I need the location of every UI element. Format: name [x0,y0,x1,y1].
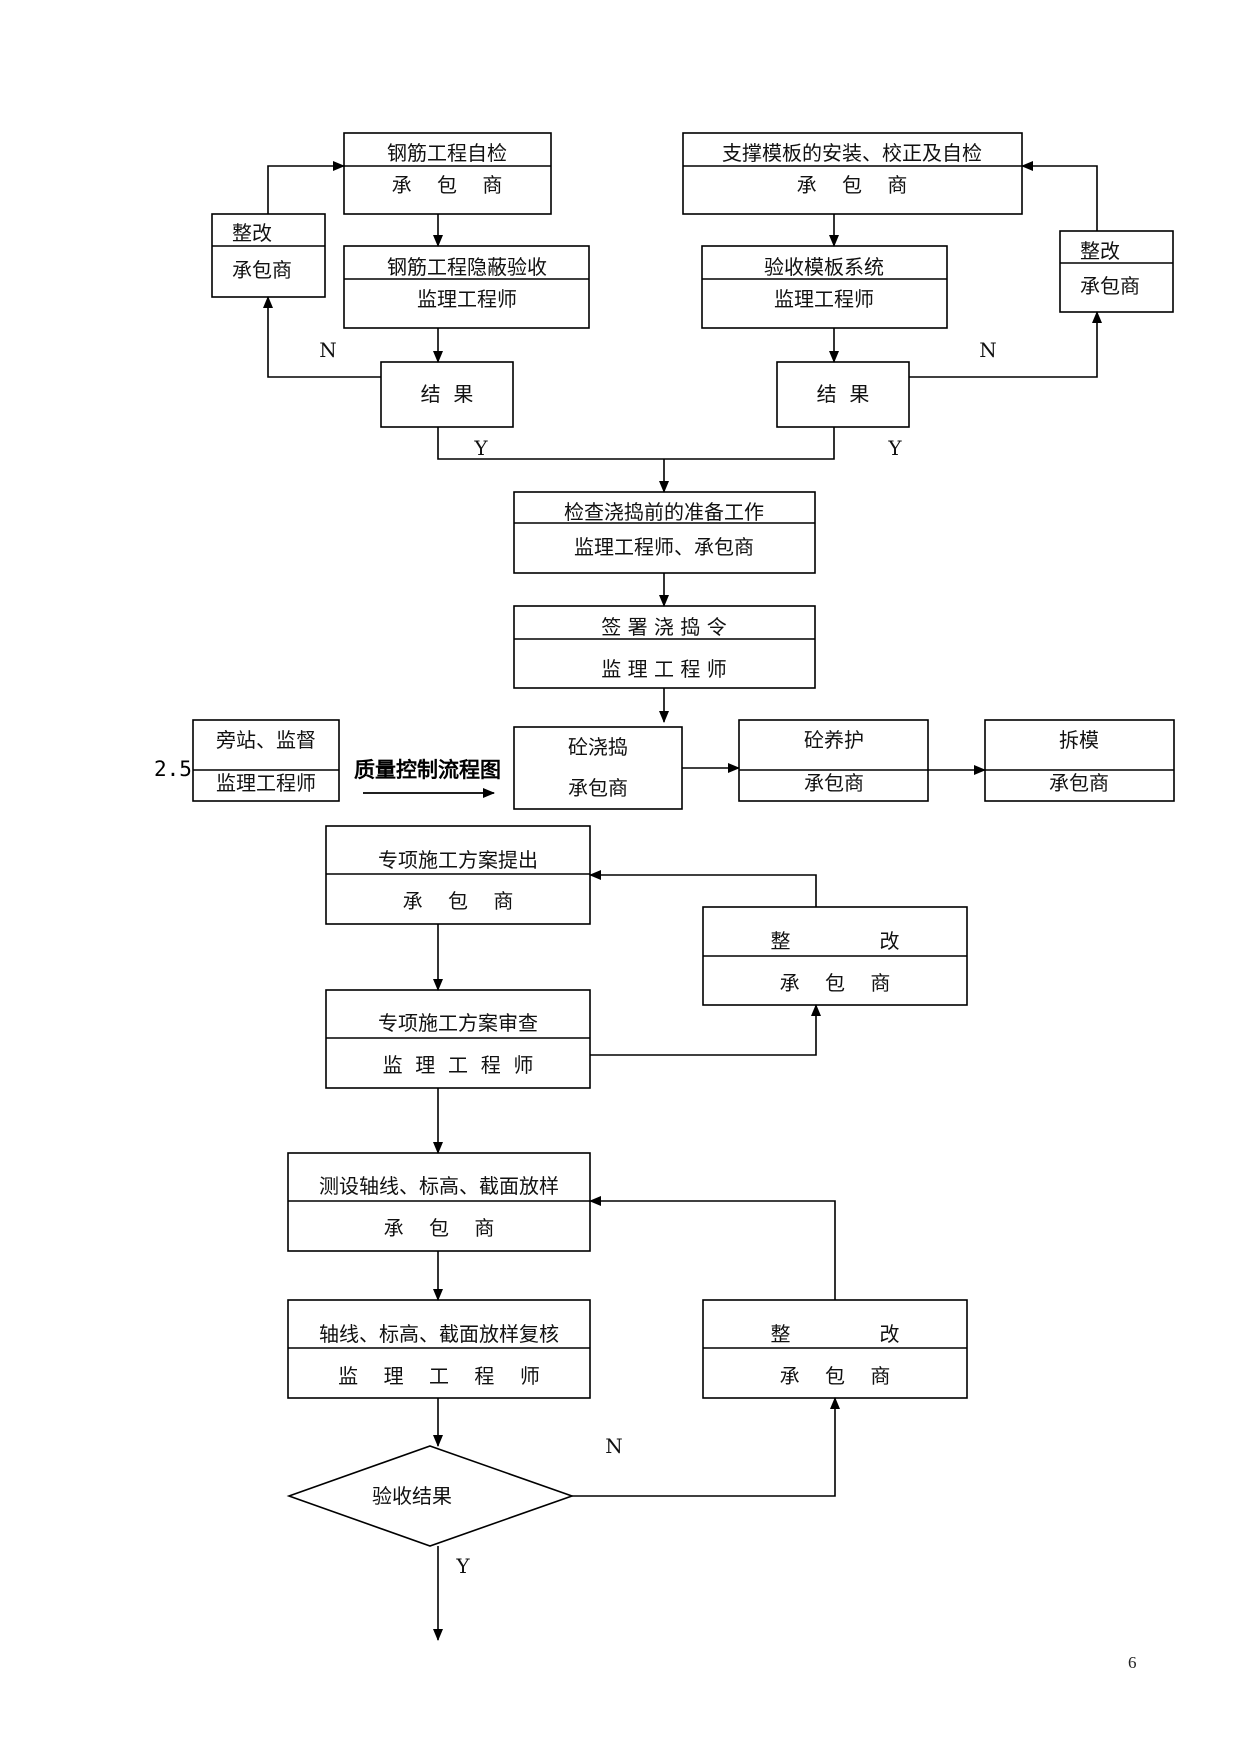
strip-role: 承包商 [1049,771,1109,795]
acceptance-decision-label: 验收结果 [372,1484,452,1508]
pour-order-title: 签 署 浇 捣 令 [601,615,726,639]
section-number: 2.5 [154,757,192,781]
layout-check-title: 轴线、标高、截面放样复核 [319,1322,559,1346]
connector-rebar-result-yes [437,427,835,460]
formwork-rectify-role: 承包商 [1080,274,1140,298]
arrow-rebar-result-to-rectify [263,296,381,378]
pour-role: 承包商 [568,776,628,800]
layout-check-role: 监 理 工 程 师 [338,1364,540,1388]
supervise-title: 旁站、监督 [216,728,316,752]
formwork-self-check-box: 支撑模板的安装、校正及自检 承 包 商 [682,132,1023,215]
pour-box: 砼浇捣 承包商 [513,726,683,810]
arrow-plan-review-to-rectify [590,1004,821,1056]
plan-review-box: 专项施工方案审查 监 理 工 程 师 [325,989,591,1089]
pour-order-role: 监 理 工 程 师 [601,657,726,681]
plan-submit-role: 承 包 商 [403,889,514,913]
rebar-result-label: 结 果 [421,382,474,406]
formwork-acceptance-box: 验收模板系统 监理工程师 [701,245,948,329]
label-n-left: N [319,338,337,362]
rebar-self-check-role: 承 包 商 [392,173,503,197]
formwork-acceptance-role: 监理工程师 [774,287,874,311]
label-n-right: N [979,338,997,362]
rebar-rectify-role: 承包商 [232,258,292,282]
rebar-hidden-acceptance-role: 监理工程师 [417,287,517,311]
rebar-rectify-title: 整改 [232,221,272,245]
cure-box: 砼养护 承包商 [738,719,929,802]
plan-rectify-title: 整 改 [770,929,899,953]
layout-rectify-role: 承 包 商 [780,1364,891,1388]
formwork-self-check-role: 承 包 商 [797,173,908,197]
label-n-bottom: N [605,1434,623,1458]
pre-pour-check-role: 监理工程师、承包商 [574,535,754,559]
label-y-left: Y [473,436,488,460]
pre-pour-check-box: 检查浇捣前的准备工作 监理工程师、承包商 [513,491,816,574]
plan-review-role: 监 理 工 程 师 [383,1053,534,1077]
arrow-formwork-rectify-to-self [1021,161,1098,231]
formwork-rectify-title: 整改 [1080,239,1120,263]
formwork-acceptance-title: 验收模板系统 [764,255,884,279]
arrow-rebar-rectify-to-self [267,161,345,214]
layout-role: 承 包 商 [384,1216,495,1240]
rebar-self-check-title: 钢筋工程自检 [387,141,507,165]
formwork-self-check-title: 支撑模板的安装、校正及自检 [722,141,982,165]
page-number: 6 [1128,1653,1137,1672]
strip-box: 拆模 承包商 [984,719,1175,802]
formwork-rectify-box: 整改 承包商 [1059,230,1174,313]
acceptance-decision-diamond: 验收结果 [286,1445,575,1547]
section-title: 质量控制流程图 [354,758,501,782]
label-y-right: Y [887,436,902,460]
arrow-layout-rectify-to-layout [589,1196,836,1300]
plan-submit-box: 专项施工方案提出 承 包 商 [325,825,591,925]
plan-rectify-role: 承 包 商 [780,971,891,995]
rebar-result-box: 结 果 [380,361,514,428]
layout-rectify-title: 整 改 [770,1322,899,1346]
supervise-role: 监理工程师 [216,771,316,795]
cure-title: 砼养护 [804,728,864,752]
supervise-box: 旁站、监督 监理工程师 [192,719,340,802]
label-y-bottom: Y [455,1554,470,1578]
plan-rectify-box: 整 改 承 包 商 [702,906,968,1006]
pre-pour-check-title: 检查浇捣前的准备工作 [564,500,764,524]
cure-role: 承包商 [804,771,864,795]
plan-review-title: 专项施工方案审查 [378,1011,538,1035]
pour-order-box: 签 署 浇 捣 令 监 理 工 程 师 [513,605,816,689]
layout-rectify-box: 整 改 承 包 商 [702,1299,968,1399]
layout-title: 测设轴线、标高、截面放样 [319,1174,559,1198]
rebar-rectify-box: 整改 承包商 [211,213,326,298]
rebar-hidden-acceptance-title: 钢筋工程隐蔽验收 [387,255,547,279]
rebar-self-check-box: 钢筋工程自检 承 包 商 [343,132,552,215]
arrow-decision-to-rectify [572,1397,840,1497]
pour-title: 砼浇捣 [568,735,628,759]
plan-submit-title: 专项施工方案提出 [378,848,538,872]
layout-box: 测设轴线、标高、截面放样 承 包 商 [287,1152,591,1252]
formwork-result-label: 结 果 [817,382,870,406]
arrow-plan-rectify-to-submit [589,870,817,907]
rebar-hidden-acceptance-box: 钢筋工程隐蔽验收 监理工程师 [343,245,590,329]
arrow-formwork-result-to-rectify [909,311,1102,378]
layout-check-box: 轴线、标高、截面放样复核 监 理 工 程 师 [287,1299,591,1399]
formwork-result-box: 结 果 [776,361,910,428]
strip-title: 拆模 [1059,728,1099,752]
